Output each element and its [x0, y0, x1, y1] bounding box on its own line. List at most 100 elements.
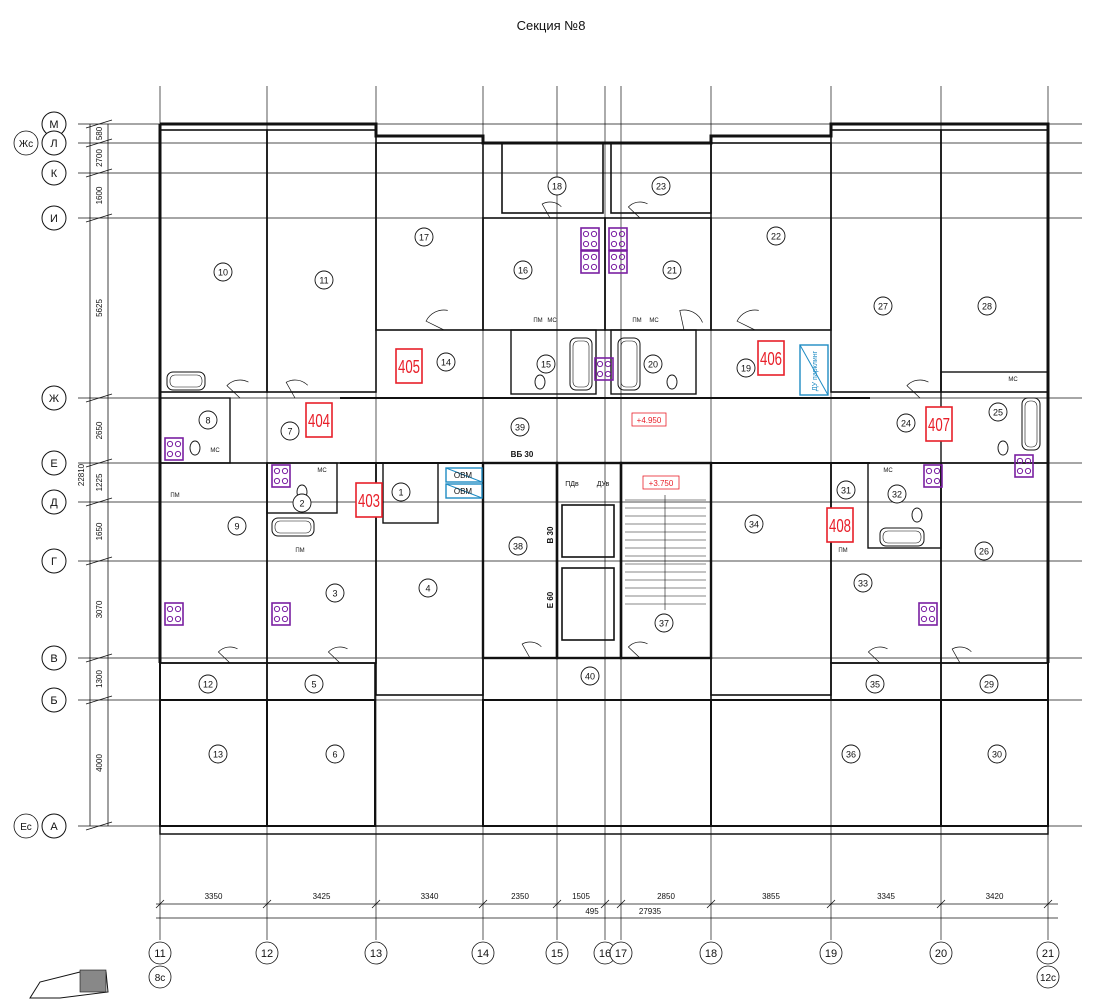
- room-number-36: 36: [846, 750, 856, 760]
- room-number-circle: [987, 744, 1007, 764]
- burner-icon: [273, 615, 281, 623]
- toilet-icon: [534, 374, 546, 390]
- vent-duct: [445, 467, 483, 483]
- burner-icon: [166, 605, 174, 613]
- door-swing: [736, 309, 759, 331]
- room-number-circle: [974, 541, 994, 561]
- room-number-circle: [292, 493, 312, 513]
- balcony-wall: [482, 699, 712, 827]
- door-swing: [217, 646, 238, 664]
- room-wall: [266, 462, 338, 514]
- axis-bubble: [929, 941, 953, 965]
- axis-bubble-extra: [1036, 965, 1060, 989]
- room-number-circle: [280, 421, 300, 441]
- room-number-22: 22: [771, 232, 781, 242]
- room-wall: [867, 462, 942, 549]
- room-number-circle: [208, 744, 228, 764]
- room-number-circle: [391, 482, 411, 502]
- room-number-7: 7: [287, 427, 292, 437]
- room-number-circle: [977, 296, 997, 316]
- bathtub-inner: [572, 340, 590, 388]
- burner-icon: [928, 615, 936, 623]
- axis-bubble: [255, 941, 279, 965]
- unit-label-403: 403: [358, 491, 380, 511]
- room-number-34: 34: [749, 520, 759, 530]
- dim-tick: [85, 653, 113, 663]
- pm-label-2: ПМ: [838, 548, 847, 554]
- burner-icon: [933, 467, 941, 475]
- axis-bubble: [41, 645, 67, 671]
- pdv-label: ПДв: [565, 481, 579, 488]
- room-number-circle: [414, 227, 434, 247]
- burner-icon: [590, 253, 598, 261]
- axis-bubble: [609, 941, 633, 965]
- room-number-39: 39: [515, 423, 525, 433]
- room-number-circle: [510, 417, 530, 437]
- toilet-icon: [666, 374, 678, 390]
- axis-label-bottom-0: 11: [154, 948, 165, 960]
- stove-icon: [918, 602, 938, 626]
- room-number-circle: [418, 578, 438, 598]
- room-number-circle: [643, 354, 663, 374]
- pm-label-4: ПМ: [632, 318, 641, 324]
- dim-tick: [85, 213, 113, 223]
- dim-vertical-5: 1225: [95, 473, 104, 491]
- axis-bubble: [41, 687, 67, 713]
- dim-vertical-0: 580: [95, 126, 104, 140]
- burner-icon: [1016, 457, 1024, 465]
- burner-icon: [582, 263, 590, 271]
- burner-icon: [582, 230, 590, 238]
- dim-vertical-6: 1650: [95, 522, 104, 540]
- room-number-38: 38: [513, 542, 523, 552]
- burner-icon: [281, 615, 289, 623]
- axis-bubble: [41, 385, 67, 411]
- burner-icon: [1024, 467, 1032, 475]
- axis-label-8c: 8с: [155, 973, 166, 984]
- dim-vertical-total: 22810: [77, 463, 86, 486]
- room-wall: [610, 142, 712, 214]
- dim-small: 495: [585, 907, 599, 916]
- level-mark-box: [642, 475, 680, 490]
- axis-bubble-extra: [13, 130, 39, 156]
- room-number-circle: [580, 666, 600, 686]
- dim-tick: [85, 168, 113, 178]
- unit-label-404: 404: [308, 411, 330, 431]
- dim-tick: [85, 556, 113, 566]
- burner-icon: [618, 253, 626, 261]
- unit-label-box: [757, 340, 785, 376]
- burner-icon: [590, 263, 598, 271]
- room-number-21: 21: [667, 266, 677, 276]
- room-number-19: 19: [741, 364, 751, 374]
- ms-label-2: МС: [210, 448, 220, 454]
- burner-icon: [604, 370, 612, 378]
- axis-bubble: [819, 941, 843, 965]
- burner-icon: [925, 467, 933, 475]
- door-swing: [627, 641, 648, 659]
- room-number-8: 8: [205, 416, 210, 426]
- burner-icon: [582, 253, 590, 261]
- dim-tick: [85, 497, 113, 507]
- vent-duct-cross: [445, 483, 483, 499]
- burner-icon: [174, 440, 182, 448]
- burner-icon: [590, 240, 598, 248]
- axis-label-7: Г: [51, 556, 57, 568]
- toilet-icon: [997, 440, 1009, 456]
- axis-label-4: Ж: [49, 393, 59, 405]
- bathtub-icon: [617, 337, 641, 391]
- room-number-2: 2: [299, 499, 304, 509]
- dim-vertical-1: 2700: [95, 149, 104, 167]
- burner-icon: [610, 240, 618, 248]
- unit-label-407: 407: [928, 415, 950, 435]
- axis-bubble: [148, 941, 172, 965]
- axis-label-es: Ес: [20, 822, 32, 833]
- room-number-16: 16: [518, 266, 528, 276]
- room-number-6: 6: [332, 750, 337, 760]
- unit-label-box: [826, 507, 854, 543]
- burner-icon: [273, 477, 281, 485]
- door-swing: [867, 646, 888, 664]
- burner-icon: [281, 605, 289, 613]
- unit-label-box: [355, 482, 383, 518]
- room-number-32: 32: [892, 490, 902, 500]
- level-mark-1: +4.950: [637, 416, 662, 425]
- axis-label-bottom-5: 16: [599, 948, 611, 960]
